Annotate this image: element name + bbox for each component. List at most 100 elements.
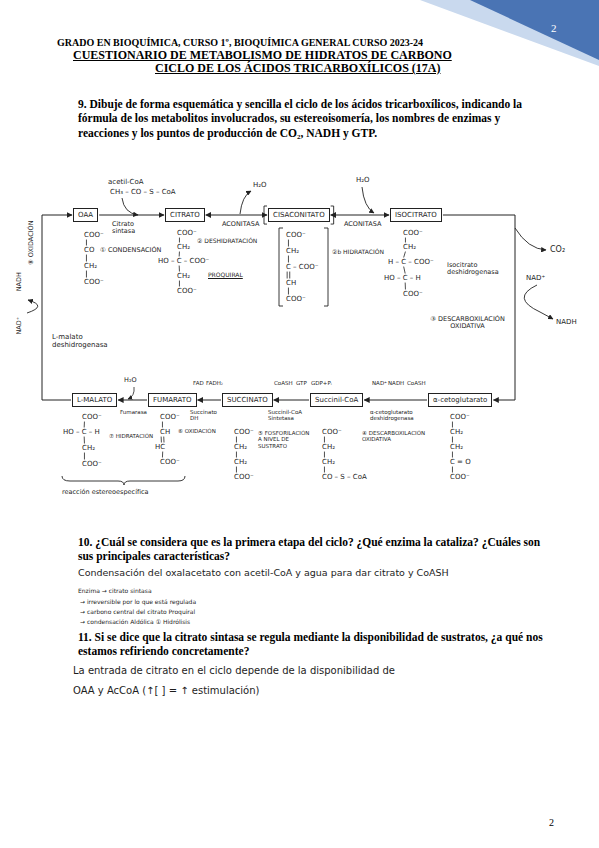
handwritten-note: NADH (556, 318, 577, 326)
single-bond (404, 252, 406, 258)
formula-line: CH₂ (403, 243, 416, 251)
single-bond (405, 283, 406, 290)
formula-line: COO⁻ (160, 458, 180, 466)
handwritten-note: → carbono central del citrato Proquiral (80, 609, 195, 616)
handwritten-note: ②b HIDRATACIÓN (332, 249, 384, 256)
handwritten-note: NAD⁺ (526, 274, 545, 282)
metabolite-name: CISACONITATO (273, 211, 325, 219)
handwritten-note: GDP+Pᵢ (311, 380, 332, 386)
handwritten-note: Condensación del oxalacetato con acetil-… (78, 568, 449, 579)
formula-line: HC (155, 443, 165, 451)
single-bond (86, 271, 87, 278)
formula-line: COO⁻ (160, 413, 180, 421)
metabolite-name: OAA (78, 211, 93, 219)
metabolite-name: FUMARATO (153, 396, 192, 404)
handwritten-note: ③ DESCARBOXILACIÓN OXIDATIVA (425, 316, 510, 331)
single-bond (236, 467, 237, 473)
handwritten-note: FAD (193, 380, 204, 386)
metabolite-box: CISACONITATO (268, 208, 330, 222)
single-bond (288, 256, 289, 263)
double-bond (163, 437, 164, 443)
water-arrow (128, 387, 134, 399)
reaction-arrow (99, 215, 164, 216)
double-bond (289, 272, 290, 279)
metabolite-name: CITRATO (170, 211, 200, 219)
metabolite-box: ISOCITRATO (390, 208, 442, 222)
single-bond (84, 422, 85, 428)
single-bond (405, 238, 406, 243)
formula-line: COO⁻ (234, 473, 254, 481)
handwritten-note: NAD⁺ (372, 380, 387, 386)
single-bond (324, 437, 325, 443)
metabolite-name: α-cetoglutarato (433, 396, 487, 404)
formula-line: CH₂ (177, 243, 190, 251)
single-bond (86, 255, 87, 262)
reaction-arrow (443, 215, 515, 400)
handwritten-note: FADH₂ (206, 380, 223, 386)
co2-arrow (515, 228, 546, 250)
single-bond (452, 437, 453, 443)
single-bond (236, 437, 237, 443)
single-bond (452, 422, 453, 428)
reaction-arrow (274, 400, 309, 401)
water-arrow (240, 191, 251, 214)
single-bond (179, 281, 180, 287)
handwritten-note: ⑥ OXIDACIÓN (178, 428, 216, 434)
formula-line: HO – C – H (63, 428, 100, 436)
metabolite-name: Succinil-CoA (315, 396, 358, 404)
single-bond (162, 422, 163, 428)
metabolite-box: OAA (73, 208, 98, 222)
formula-line: CH₂ (234, 458, 247, 466)
handwritten-note: Succinato DH (190, 409, 224, 422)
formula-line: CH₂ (286, 247, 299, 255)
handwritten-note: → condensación Aldólica ① Hidrólisis (80, 619, 190, 626)
handwritten-note: ACONITASA (222, 221, 259, 228)
handwritten-note: ② DESHIDRATACIÓN (197, 238, 257, 245)
handwritten-note: H₂O (356, 176, 370, 184)
metabolite-box: L-MALATO (72, 393, 117, 407)
cofactor-arrow (27, 300, 38, 313)
handwritten-note: α-cetoglutarato deshidrogenasa (370, 409, 426, 422)
formula-line: COO⁻ (177, 287, 197, 295)
page-number: 2 (551, 22, 557, 35)
acetyl-arrow (122, 198, 138, 215)
curly-brace (62, 476, 185, 485)
formula-line: CH₂ (450, 443, 463, 451)
formula-line: CH₂ (450, 428, 463, 436)
handwritten-note: Fumarasa (120, 409, 147, 415)
single-bond (324, 467, 325, 473)
handwritten-note: ① CONDENSACIÓN (100, 247, 161, 254)
formula-line: COO⁻ (322, 428, 342, 436)
handwritten-note: ACONITASA (344, 221, 381, 228)
handwritten-note: acetil-CoA (108, 178, 144, 186)
metabolite-box: α-cetoglutarato (428, 393, 492, 407)
single-bond (288, 288, 289, 295)
formula-line: CH₂ (234, 443, 247, 451)
handwritten-note: PROQUIRAL (208, 272, 243, 279)
formula-line: CH₂ (82, 444, 95, 452)
handwritten-note: CO₂ (550, 245, 565, 254)
handwritten-note: ⑤ FOSFORILACIÓN A NIVEL DE SUSTRATO (258, 430, 312, 449)
document-title: CUESTIONARIO DE METABOLISMO DE HIDRATOS … (73, 49, 452, 63)
formula-line: COO⁻ (450, 413, 470, 421)
reaction-arrow (198, 400, 221, 401)
handwritten-note: CH₃ – CO – S – CoA (110, 188, 176, 196)
formula-line: COO⁻ (234, 428, 254, 436)
reaction-arrow (206, 215, 267, 216)
intermediate-bracket (264, 206, 334, 224)
handwritten-note: Isocitrato deshidrogenasa (447, 262, 505, 277)
single-bond (84, 437, 85, 444)
double-bond (161, 437, 162, 443)
metabolite-box: FUMARATO (148, 393, 197, 407)
reaction-arrow (364, 400, 427, 401)
question-text: 9. Dibuje de forma esquemática y sencill… (78, 97, 548, 140)
formula-line: COO⁻ (286, 231, 306, 239)
cofactor-arrow (524, 285, 553, 319)
handwritten-note: ⑦ HIDRATACIÓN (109, 433, 153, 439)
single-bond (84, 453, 85, 460)
single-bond (179, 238, 180, 243)
single-bond (162, 452, 163, 458)
formula-line: CH₂ (322, 443, 335, 451)
handwritten-note: ④ DESCARBOXILACIÓN OXIDATIVA (362, 430, 432, 443)
